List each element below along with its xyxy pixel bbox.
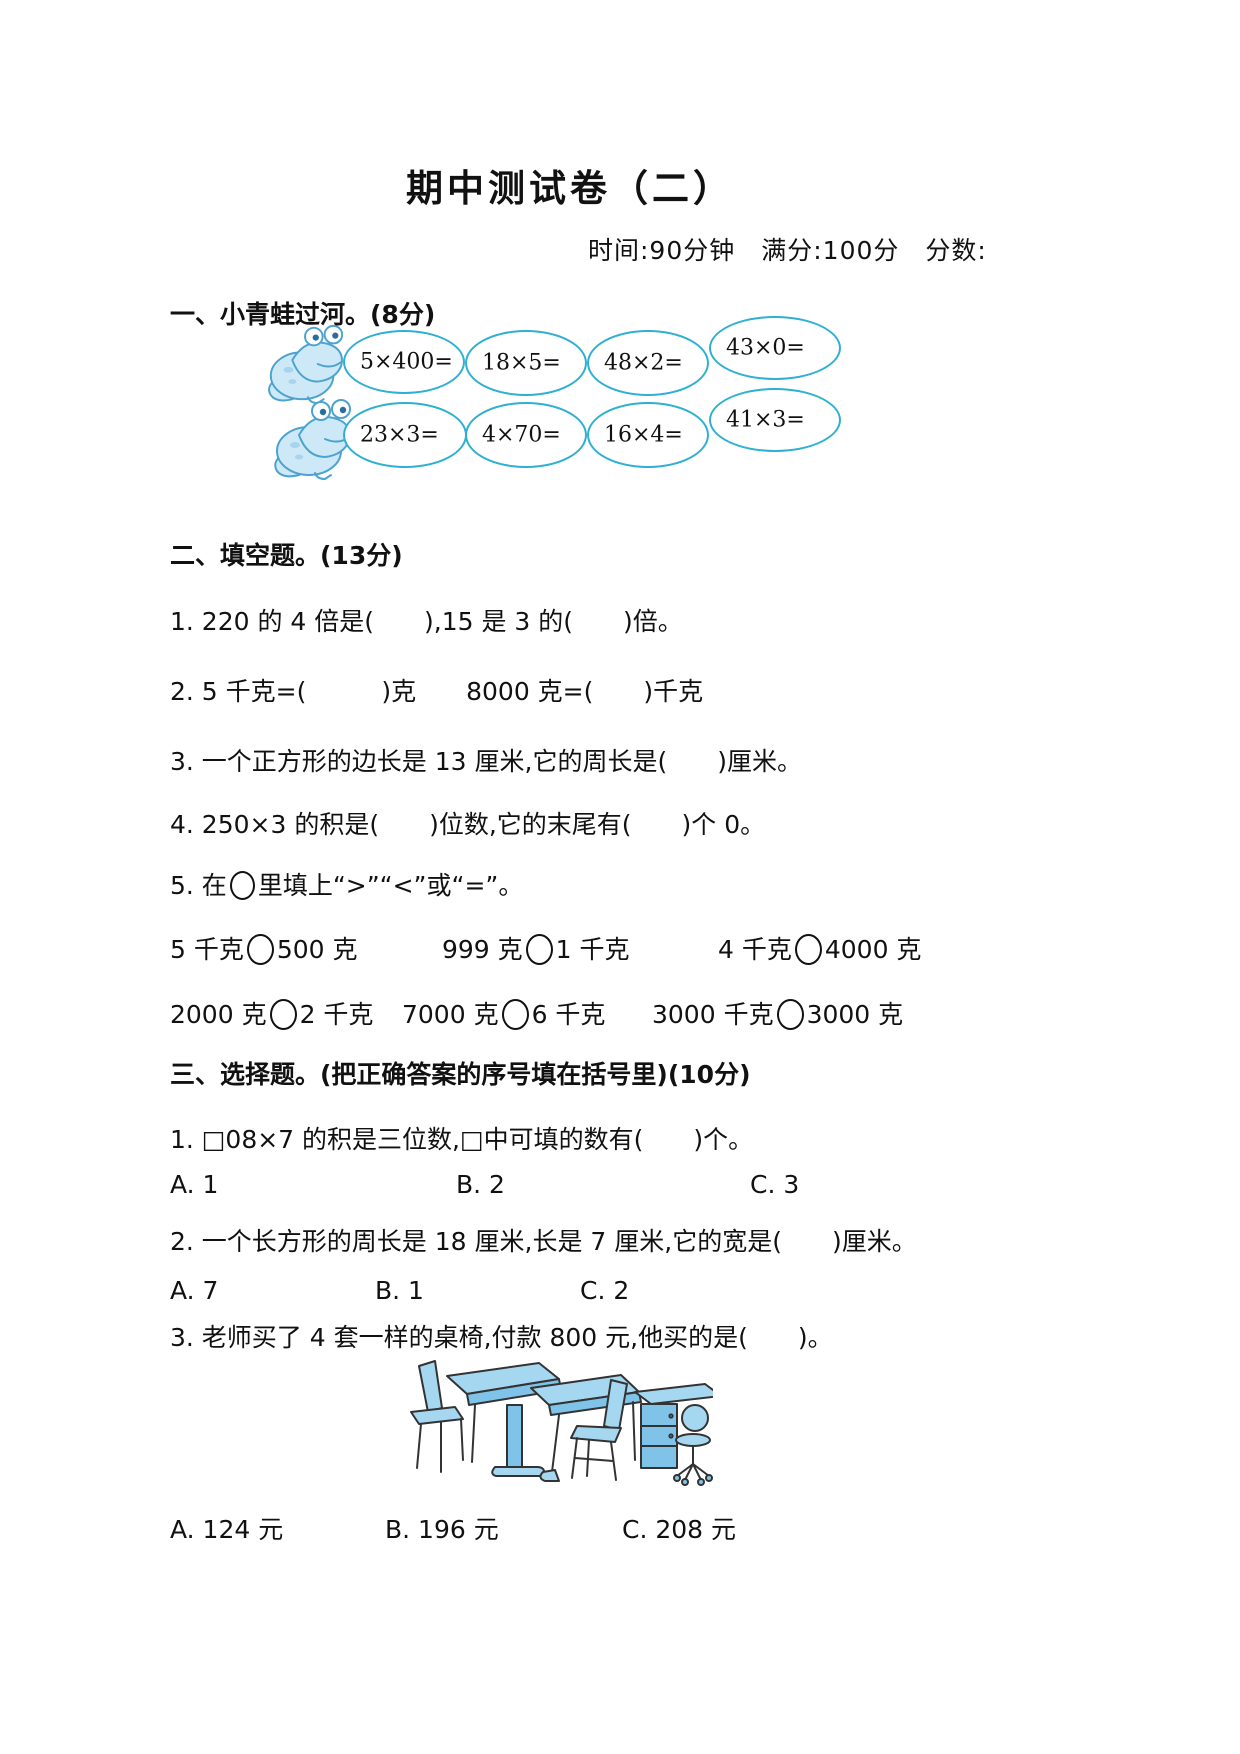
page-title: 期中测试卷（二）	[406, 167, 734, 210]
choice-option: A. 1	[170, 1170, 219, 1199]
section1-heading: 一、小青蛙过河。(8分)	[170, 300, 436, 329]
fill-blank-item-3: 3. 一个正方形的边长是 13 厘米,它的周长是( )厘米。	[170, 747, 802, 776]
math-oval: 4×70=	[465, 402, 587, 468]
frog-river-exercise: 5×400= 18×5= 48×2= 43×0= 23×3= 4×70= 16×…	[263, 316, 953, 496]
choice-option: A. 7	[170, 1276, 219, 1305]
oval-problem: 16×4=	[604, 422, 683, 448]
exam-meta: 时间:90分钟 满分:100分 分数:	[588, 236, 987, 265]
oval-problem: 43×0=	[726, 335, 805, 361]
comparison-circle	[229, 871, 255, 900]
oval-problem: 48×2=	[604, 350, 683, 376]
choice-options-3: A. 124 元 B. 196 元 C. 208 元	[170, 1510, 1100, 1550]
frog-icon	[268, 324, 344, 405]
choice-options-1: A. 1 B. 2 C. 3	[170, 1170, 1100, 1210]
fill-blank-item-2: 2. 5 千克=( )克 8000 克=( )千克	[170, 677, 704, 706]
comparison-circle	[246, 934, 274, 965]
choice-option: C. 208 元	[622, 1515, 737, 1544]
math-oval: 41×3=	[709, 388, 841, 452]
choice-option: C. 2	[580, 1276, 630, 1305]
math-oval: 43×0=	[709, 316, 841, 380]
comparison-circle	[525, 934, 553, 965]
section2-heading: 二、填空题。(13分)	[170, 541, 403, 570]
math-oval: 23×3=	[343, 402, 467, 468]
choice-option: C. 3	[750, 1170, 800, 1199]
choice-options-2: A. 7 B. 1 C. 2	[170, 1276, 1100, 1316]
choice-question-2: 2. 一个长方形的周长是 18 厘米,长是 7 厘米,它的宽是( )厘米。	[170, 1227, 917, 1256]
choice-option: B. 196 元	[385, 1515, 499, 1544]
choice-option: A. 124 元	[170, 1515, 284, 1544]
math-oval: 5×400=	[343, 330, 465, 394]
fill-blank-item-1: 1. 220 的 4 倍是( ),15 是 3 的( )倍。	[170, 607, 683, 636]
choice-option: B. 1	[375, 1276, 424, 1305]
oval-problem: 23×3=	[360, 422, 439, 448]
choice-question-3: 3. 老师买了 4 套一样的桌椅,付款 800 元,他买的是( )。	[170, 1323, 833, 1352]
oval-problem: 5×400=	[360, 349, 453, 375]
math-oval: 16×4=	[587, 402, 709, 468]
frog-icon	[274, 399, 351, 481]
oval-problem: 18×5=	[482, 350, 561, 376]
section3-heading: 三、选择题。(把正确答案的序号填在括号里)(10分)	[170, 1060, 751, 1089]
fill-blank-item-4: 4. 250×3 的积是( )位数,它的末尾有( )个 0。	[170, 810, 766, 839]
math-oval: 48×2=	[587, 330, 709, 396]
comparison-circle	[794, 934, 822, 965]
comparison-circle	[776, 999, 804, 1030]
choice-option: B. 2	[456, 1170, 505, 1199]
desks-chairs-image	[410, 1360, 713, 1486]
math-oval: 18×5=	[465, 330, 587, 396]
oval-problem: 41×3=	[726, 407, 805, 433]
comparison-circle	[269, 999, 297, 1030]
comparison-circle	[501, 999, 529, 1030]
fill-blank-item-5: 5. 在里填上“>”“<”或“=”。	[170, 871, 524, 900]
choice-question-1: 1. □08×7 的积是三位数,□中可填的数有( )个。	[170, 1125, 754, 1154]
oval-problem: 4×70=	[482, 422, 561, 448]
